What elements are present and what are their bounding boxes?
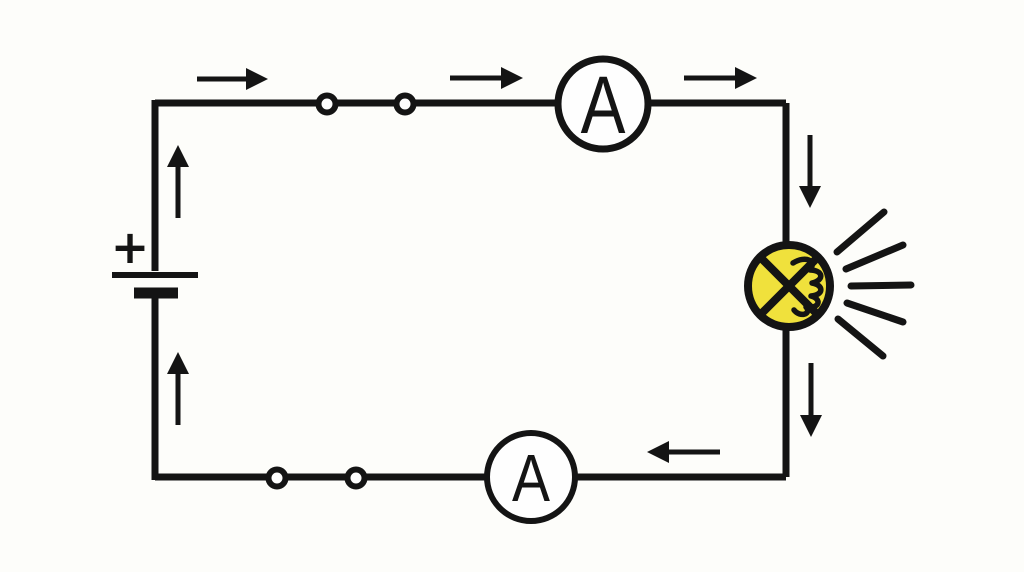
lamp <box>744 208 915 360</box>
ammeter-bottom-label: A <box>512 442 550 516</box>
arrow-up-icon <box>167 145 189 218</box>
ammeter-top-circle <box>554 55 652 153</box>
ammeter-top: A <box>554 55 652 153</box>
contact-top-right <box>393 92 417 116</box>
contact-bottom-left <box>265 466 289 490</box>
ammeter-bottom: A <box>484 430 578 524</box>
arrow-left-icon <box>647 441 720 463</box>
battery-polarity-label: + <box>111 220 150 274</box>
arrow-right-icon <box>450 67 523 89</box>
ammeter-top-label: A <box>581 59 626 151</box>
current-arrows <box>167 67 822 463</box>
arrow-down-icon <box>800 363 822 437</box>
arrow-down-icon <box>799 135 821 208</box>
battery-cell: + <box>111 220 198 299</box>
circuit-wires <box>151 99 790 481</box>
arrow-right-icon <box>197 68 268 90</box>
arrow-up-icon <box>167 352 189 425</box>
lamp-filament-squiggle-icon <box>790 256 824 318</box>
contact-points <box>265 92 417 490</box>
ammeter-bottom-circle <box>484 430 578 524</box>
contact-bottom-right <box>344 466 368 490</box>
arrow-right-icon <box>684 67 757 89</box>
contact-top-left <box>315 92 339 116</box>
lamp-light-rays-icon <box>833 208 915 360</box>
